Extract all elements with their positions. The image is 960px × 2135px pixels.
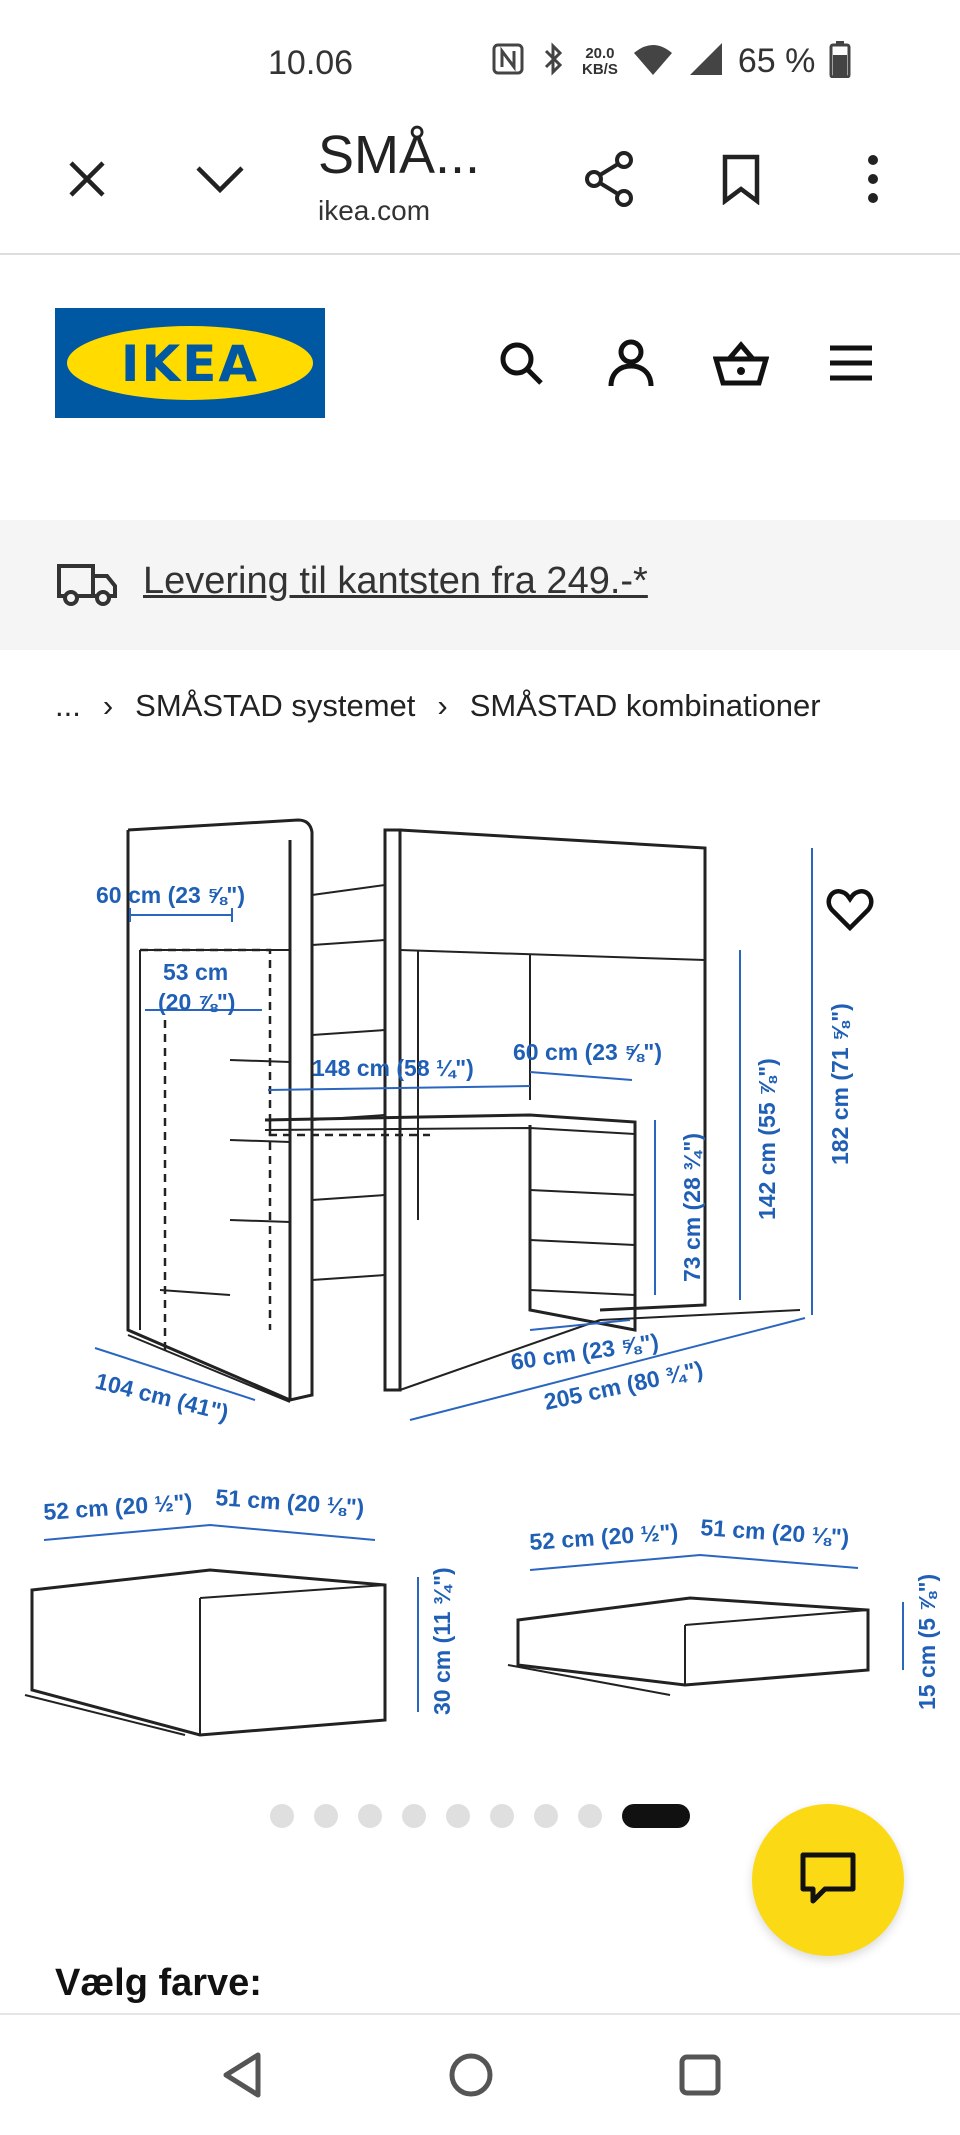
status-bar: 10.06 20.0 KB/S 65 %	[0, 0, 960, 110]
dim-top-width: 60 cm (23 ⅝")	[96, 882, 245, 908]
chat-button[interactable]	[752, 1804, 904, 1956]
menu-icon[interactable]	[818, 330, 884, 396]
chat-icon	[799, 1851, 857, 1910]
ikea-logo[interactable]: IKEA	[55, 308, 325, 418]
dim-drawer-width: 60 cm (23 ⅝")	[513, 1039, 662, 1065]
delivery-banner[interactable]: Levering til kantsten fra 249.-*	[0, 520, 960, 650]
page-url: ikea.com	[318, 195, 431, 226]
browser-toolbar: SMÅ... ikea.com	[0, 110, 960, 255]
carousel-dot[interactable]	[490, 1804, 514, 1828]
breadcrumb-separator: ›	[102, 688, 114, 723]
breadcrumb-item-system[interactable]: SMÅSTAD systemet	[135, 688, 416, 723]
breadcrumb-separator: ›	[437, 688, 448, 723]
truck-icon	[55, 560, 119, 613]
carousel-dot-active[interactable]	[622, 1804, 690, 1828]
dim-total-height: 182 cm (71 ⅝")	[827, 1003, 853, 1165]
dim-small-drawer-width: 52 cm (20 ½")	[529, 1519, 679, 1555]
page-title: SMÅ...	[318, 125, 481, 185]
network-speed: 20.0 KB/S	[582, 44, 618, 78]
user-icon[interactable]	[598, 330, 664, 396]
carousel-dot[interactable]	[446, 1804, 470, 1828]
product-dimension-drawing[interactable]: 60 cm (23 ⅝") 53 cm (20 ⅞") 148 cm (58 ¼…	[0, 790, 960, 1740]
recents-icon[interactable]	[670, 2045, 730, 2105]
dim-desk-height: 73 cm (28 ¾")	[679, 1133, 705, 1282]
dim-big-drawer-height: 30 cm (11 ¾")	[429, 1567, 455, 1715]
system-nav-bar	[0, 2013, 960, 2135]
nfc-icon	[490, 41, 526, 82]
dim-depth: 104 cm (41")	[93, 1368, 231, 1426]
share-icon[interactable]	[574, 144, 644, 214]
battery-icon	[829, 40, 851, 83]
dim-small-drawer-height: 15 cm (5 ⅞")	[914, 1574, 940, 1710]
dim-big-drawer-depth: 51 cm (20 ⅛")	[215, 1484, 365, 1520]
dim-cabinet-width: 60 cm (23 ⅝")	[509, 1328, 660, 1374]
signal-icon	[688, 41, 724, 82]
color-choice-label: Vælg farve:	[55, 1962, 262, 2004]
battery-text: 65 %	[737, 42, 816, 80]
dim-desk-length: 148 cm (58 ¼")	[312, 1055, 474, 1081]
wifi-icon	[632, 41, 674, 82]
dim-shelf-depth-2: (20 ⅞")	[158, 989, 235, 1015]
basket-icon[interactable]	[708, 330, 774, 396]
close-icon[interactable]	[52, 144, 122, 214]
dim-small-drawer-depth: 51 cm (20 ⅛")	[700, 1514, 850, 1550]
delivery-link[interactable]: Levering til kantsten fra 249.-*	[143, 560, 648, 602]
dim-shelf-depth-1: 53 cm	[163, 959, 228, 985]
carousel-dot[interactable]	[314, 1804, 338, 1828]
breadcrumb: ... › SMÅSTAD systemet › SMÅSTAD kombina…	[55, 688, 821, 724]
breadcrumb-ellipsis[interactable]: ...	[55, 688, 81, 723]
dim-big-drawer-width: 52 cm (20 ½")	[43, 1489, 193, 1525]
home-icon[interactable]	[441, 2045, 501, 2105]
heart-icon[interactable]	[820, 880, 880, 940]
bookmark-icon[interactable]	[706, 144, 776, 214]
carousel-dot[interactable]	[270, 1804, 294, 1828]
carousel-dot[interactable]	[358, 1804, 382, 1828]
search-icon[interactable]	[488, 330, 554, 396]
carousel-dot[interactable]	[578, 1804, 602, 1828]
status-time: 10.06	[268, 44, 354, 82]
more-options-icon[interactable]	[838, 144, 908, 214]
carousel-dot[interactable]	[402, 1804, 426, 1828]
chevron-down-icon[interactable]	[185, 144, 255, 214]
back-icon[interactable]	[212, 2045, 272, 2105]
breadcrumb-item-combinations[interactable]: SMÅSTAD kombinationer	[469, 688, 821, 723]
carousel-dot[interactable]	[534, 1804, 558, 1828]
bluetooth-icon	[540, 41, 568, 82]
carousel-indicator	[270, 1804, 690, 1828]
dim-under-height: 142 cm (55 ⅞")	[754, 1058, 780, 1220]
